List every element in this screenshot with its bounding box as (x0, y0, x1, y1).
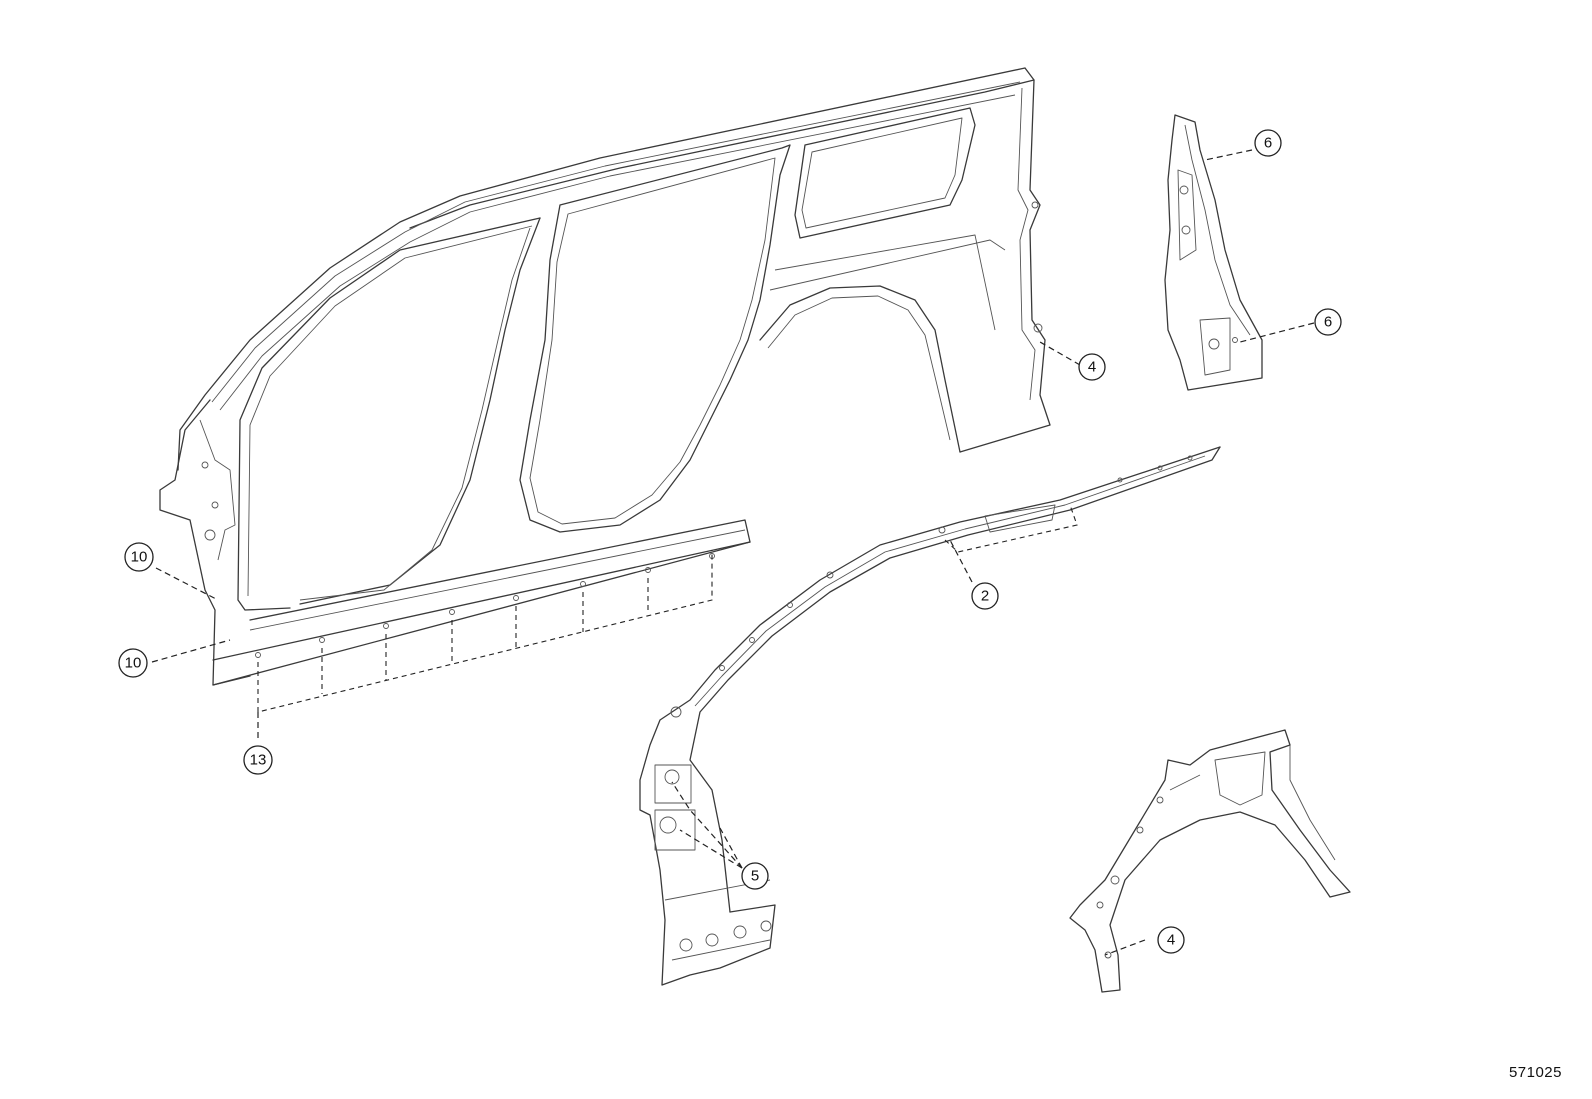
callout-10-lower-label: 10 (125, 655, 142, 672)
quarter-wheel-house-inner (1069, 729, 1351, 993)
body-side-outer-panel (159, 67, 1051, 713)
callout-5-label: 5 (751, 868, 759, 885)
callout-2: 2 (971, 582, 999, 610)
callout-13-label: 13 (250, 752, 267, 769)
callout-4-lower: 4 (1157, 926, 1185, 954)
callout-10-lower: 10 (118, 648, 148, 678)
diagram-id-number: 571025 (1508, 1064, 1562, 1081)
callout-6-upper-label: 6 (1264, 135, 1272, 152)
callout-6-upper: 6 (1254, 129, 1282, 157)
callout-10-upper: 10 (124, 542, 154, 572)
callout-2-label: 2 (981, 588, 989, 605)
callout-4-upper: 4 (1078, 353, 1106, 381)
roof-side-inner-panel (639, 446, 1221, 986)
callout-13: 13 (243, 745, 273, 775)
callout-5: 5 (741, 862, 769, 890)
leader-lines (151, 149, 1315, 956)
callout-6-lower: 6 (1314, 308, 1342, 336)
callout-4-upper-label: 4 (1088, 359, 1096, 376)
rear-pillar-reinforcement (1164, 114, 1263, 391)
callout-6-lower-label: 6 (1324, 314, 1332, 331)
callout-4-lower-label: 4 (1167, 932, 1175, 949)
callout-10-upper-label: 10 (131, 549, 148, 566)
